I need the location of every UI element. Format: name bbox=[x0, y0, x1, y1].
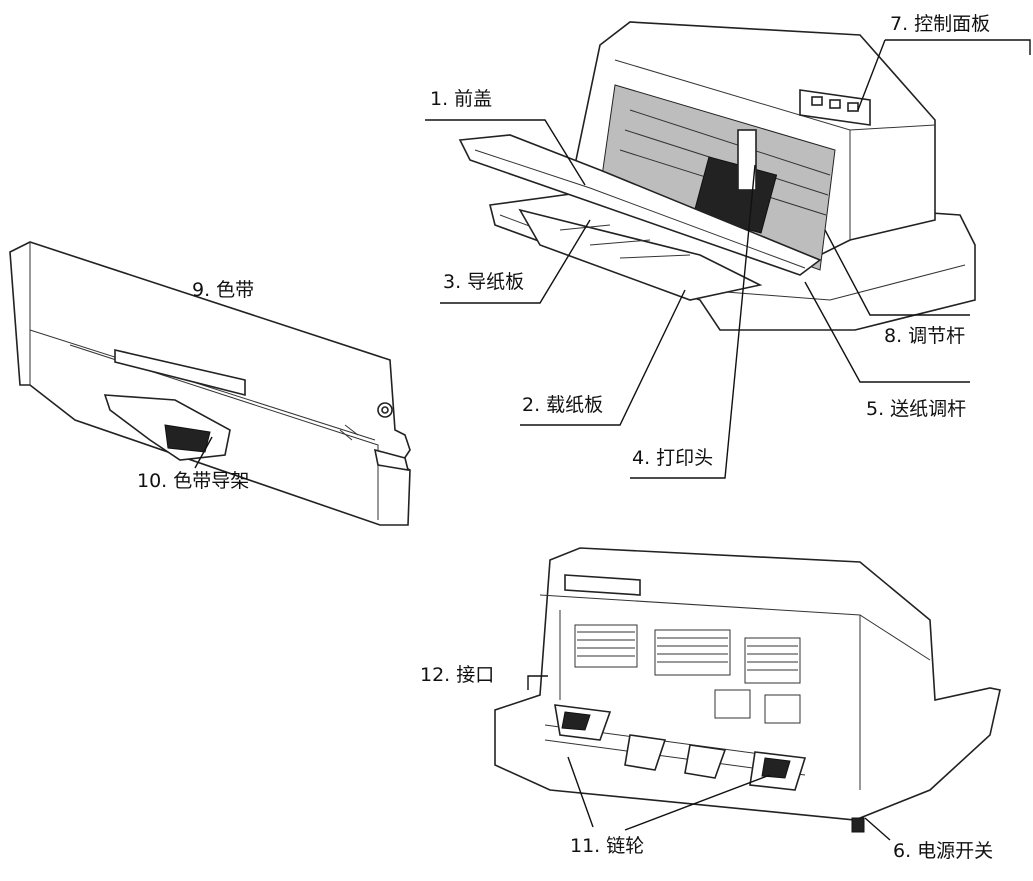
ribbon-cartridge bbox=[9, 241, 411, 526]
label-sprocket: 11. 链轮 bbox=[570, 835, 645, 857]
label-control-panel: 7. 控制面板 bbox=[890, 13, 991, 35]
label-paper-guide: 3. 导纸板 bbox=[443, 271, 525, 293]
label-power-switch: 6. 电源开关 bbox=[893, 840, 994, 862]
leader-lines bbox=[194, 39, 1031, 841]
label-print-head: 4. 打印头 bbox=[632, 447, 714, 469]
label-ribbon-guide: 10. 色带导架 bbox=[137, 470, 250, 492]
label-ribbon: 9. 色带 bbox=[192, 279, 255, 301]
printer-rear-view bbox=[494, 547, 1001, 833]
label-paper-tray: 2. 载纸板 bbox=[522, 394, 604, 416]
printer-front-view bbox=[458, 21, 976, 331]
rear-vents bbox=[574, 624, 801, 684]
label-feed-lever: 5. 送纸调杆 bbox=[866, 398, 967, 420]
label-adjust-lever: 8. 调节杆 bbox=[884, 325, 966, 347]
label-interface: 12. 接口 bbox=[420, 664, 495, 686]
label-front-cover: 1. 前盖 bbox=[430, 88, 493, 110]
